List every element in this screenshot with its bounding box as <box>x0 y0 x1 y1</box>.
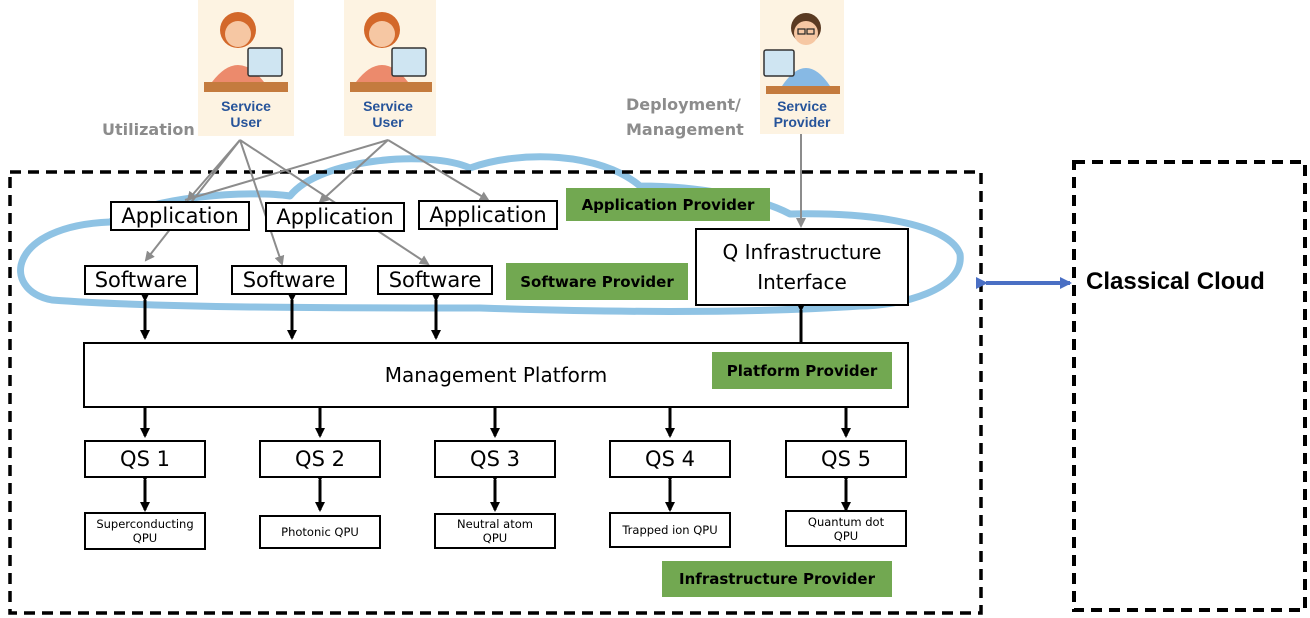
qs-box-1: QS 1 <box>84 440 206 478</box>
application-box-3: Application <box>418 200 558 230</box>
service-provider-label: Service Provider <box>773 98 831 130</box>
software-box-1: Software <box>84 265 198 295</box>
application-box-1: Application <box>110 201 250 231</box>
deployment-label-line2: Management <box>626 120 744 139</box>
qs-box-4: QS 4 <box>609 440 731 478</box>
service-user-1-label: Service User <box>221 98 271 130</box>
q-infrastructure-interface-box: Q Infrastructure Interface <box>695 228 909 306</box>
qpu-box-quantum-dot: Quantum dot QPU <box>785 510 907 547</box>
qs-box-2: QS 2 <box>259 440 381 478</box>
service-user-2-icon <box>344 0 436 136</box>
utilization-label: Utilization <box>102 120 195 139</box>
platform-provider-tag: Platform Provider <box>712 352 892 389</box>
software-box-2: Software <box>231 265 347 295</box>
classical-cloud-label: Classical Cloud <box>1086 268 1265 295</box>
application-provider-tag: Application Provider <box>566 188 770 221</box>
qs-box-5: QS 5 <box>785 440 907 478</box>
cloud-outline <box>17 153 964 315</box>
software-provider-tag: Software Provider <box>506 263 688 300</box>
software-box-3: Software <box>377 265 493 295</box>
qpu-box-photonic: Photonic QPU <box>259 515 381 549</box>
service-user-2-label: Service User <box>363 98 413 130</box>
platform-qs-arrows <box>140 400 851 438</box>
qpu-box-superconducting: Superconducting QPU <box>84 512 206 550</box>
classical-cloud-frame <box>1072 160 1307 612</box>
management-platform-label: Management Platform <box>384 363 608 387</box>
qs-box-3: QS 3 <box>434 440 556 478</box>
application-box-2: Application <box>265 202 405 232</box>
infrastructure-provider-tag: Infrastructure Provider <box>662 561 892 597</box>
quantum-cloud-frame <box>8 170 983 615</box>
service-provider-icon <box>760 0 844 134</box>
service-user-1-icon <box>198 0 294 136</box>
qs-qpu-arrows <box>140 472 851 512</box>
qpu-box-neutral-atom: Neutral atom QPU <box>434 513 556 549</box>
deployment-label-line1: Deployment/ <box>626 95 741 114</box>
qpu-box-trapped-ion: Trapped ion QPU <box>609 512 731 548</box>
